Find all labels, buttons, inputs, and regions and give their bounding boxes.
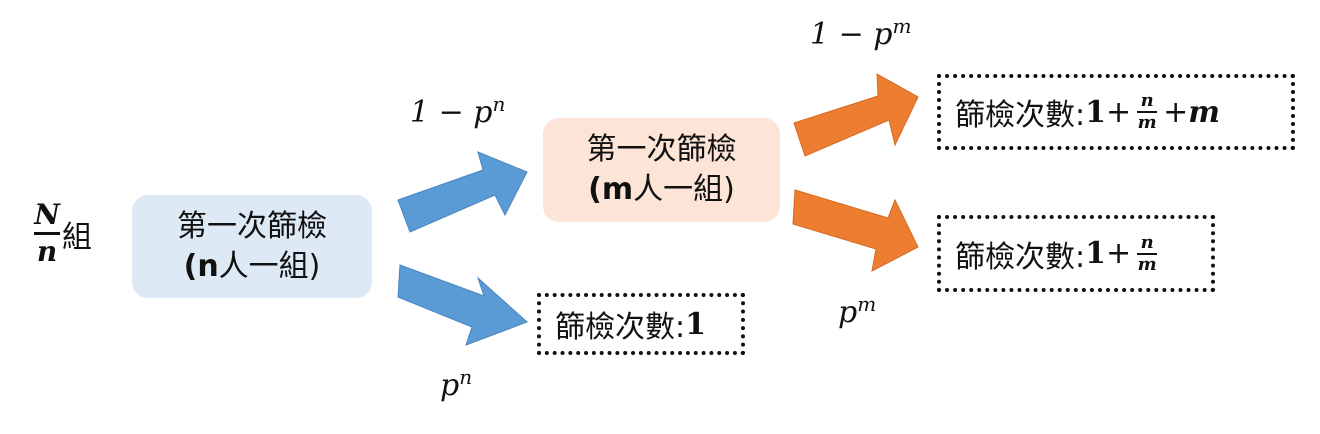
- first-screen-n-box: 第一次篩檢 (n人一組): [132, 195, 372, 298]
- frac-num: n: [1140, 90, 1154, 111]
- label-pm: pm: [838, 292, 876, 330]
- result-value: 1: [685, 306, 706, 342]
- arrow-n-positive: [397, 151, 528, 233]
- arrow-n-negative: [397, 264, 528, 346]
- frac-den: m: [1137, 112, 1157, 133]
- text: 1 − p: [810, 17, 893, 52]
- result-m: m: [1188, 94, 1221, 130]
- box-title: 第一次篩檢: [586, 132, 737, 167]
- exp: n: [459, 365, 473, 389]
- result-one: 1: [1085, 236, 1106, 271]
- text: p: [838, 295, 858, 330]
- result-one-test: 篩檢次數:1: [537, 293, 745, 355]
- result-label: 篩檢次數:: [955, 98, 1086, 133]
- box-var: m: [601, 172, 634, 207]
- box-title: 第一次篩檢: [177, 208, 327, 244]
- exp: n: [492, 92, 506, 116]
- first-screen-m-box: 第一次篩檢 (m人一組): [543, 118, 780, 222]
- plus: +: [1105, 236, 1132, 271]
- frac-num: n: [1140, 231, 1154, 253]
- paren: (: [183, 248, 198, 284]
- box-var: n: [197, 248, 219, 284]
- arrow-m-positive: [793, 73, 919, 157]
- text: 1 − p: [410, 95, 493, 130]
- result-label: 篩檢次數:: [955, 239, 1086, 275]
- label-pn: pn: [440, 365, 472, 403]
- groups-numerator: N: [34, 198, 60, 231]
- plus: +: [1105, 94, 1132, 130]
- groups-unit: 組: [62, 219, 92, 255]
- result-one: 1: [1085, 94, 1106, 130]
- frac-den: m: [1137, 253, 1157, 275]
- exp: m: [857, 292, 877, 316]
- box-sub: 人一組): [218, 248, 321, 284]
- groups-denominator: n: [36, 235, 58, 268]
- paren: (: [588, 172, 602, 207]
- exp: m: [892, 14, 912, 38]
- label-one-minus-pn: 1 − pn: [410, 92, 505, 130]
- arrow-m-negative: [792, 189, 919, 272]
- label-one-minus-pm: 1 − pm: [810, 14, 911, 52]
- text: p: [440, 368, 460, 403]
- plus: +: [1163, 94, 1189, 130]
- result-label: 篩檢次數:: [555, 310, 686, 345]
- box-sub: 人一組): [633, 172, 735, 207]
